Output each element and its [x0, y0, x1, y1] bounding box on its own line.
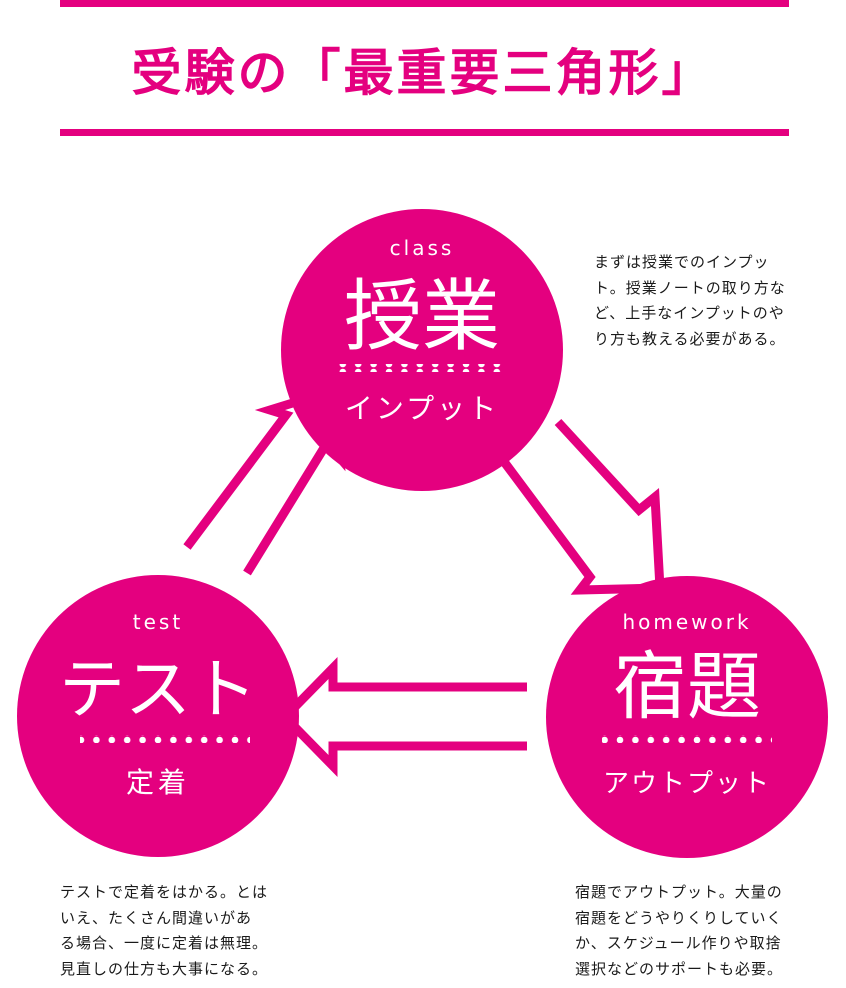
node-class-dotted-divider	[338, 364, 508, 372]
title-top-rule	[60, 0, 789, 7]
node-homework: homework 宿題 アウトプット	[546, 576, 828, 858]
node-test-circle	[17, 575, 299, 857]
node-test-label-en: test	[133, 610, 183, 634]
description-test: テストで定着をはかる。とは いえ、たくさん間違いがあ る場合、一度に定着は無理。…	[60, 880, 268, 982]
node-homework-circle	[546, 576, 828, 858]
node-homework-sub: アウトプット	[603, 769, 771, 799]
page-title: 受験の「最重要三角形」	[131, 44, 715, 102]
node-class: class 授業 インプット	[281, 209, 563, 491]
description-line: いえ、たくさん間違いがあ	[60, 908, 253, 927]
description-line: ど、上手なインプットのや	[594, 304, 785, 322]
node-test-label-jp: テスト	[59, 651, 257, 728]
node-test: test テスト 定着	[17, 575, 299, 857]
description-class: まずは授業でのインプッ ト。授業ノートの取り方な ど、上手なインプットのや り方…	[594, 250, 786, 352]
node-homework-label-en: homework	[622, 610, 751, 634]
description-line: 宿題をどうやりくりしていく	[575, 908, 783, 927]
arrow-class-to-homework	[501, 418, 665, 595]
arrow-homework-to-test	[278, 656, 527, 778]
description-line: まずは授業でのインプッ	[594, 253, 770, 271]
description-line: 選択などのサポートも必要。	[575, 959, 784, 978]
description-line: り方も教える必要がある。	[594, 329, 786, 348]
description-line: 宿題でアウトプット。大量の	[575, 883, 783, 901]
description-homework: 宿題でアウトプット。大量の 宿題をどうやりくりしていく か、スケジュール作りや取…	[575, 880, 783, 982]
node-class-label-en: class	[390, 236, 455, 260]
description-line: る場合、一度に定着は無理。	[60, 934, 269, 952]
node-class-circle	[281, 209, 563, 491]
node-homework-dotted-divider	[602, 735, 772, 743]
description-line: ト。授業ノートの取り方な	[594, 278, 786, 297]
description-line: か、スケジュール作りや取捨	[575, 934, 782, 952]
node-test-sub: 定着	[126, 766, 190, 799]
node-class-sub: インプット	[345, 392, 499, 425]
node-class-label-jp: 授業	[344, 272, 500, 362]
description-line: 見直しの仕方も大事になる。	[60, 959, 269, 978]
node-test-dotted-divider	[80, 735, 250, 743]
node-homework-label-jp: 宿題	[613, 644, 761, 730]
title-bottom-rule	[60, 129, 789, 136]
description-line: テストで定着をはかる。とは	[60, 883, 269, 901]
